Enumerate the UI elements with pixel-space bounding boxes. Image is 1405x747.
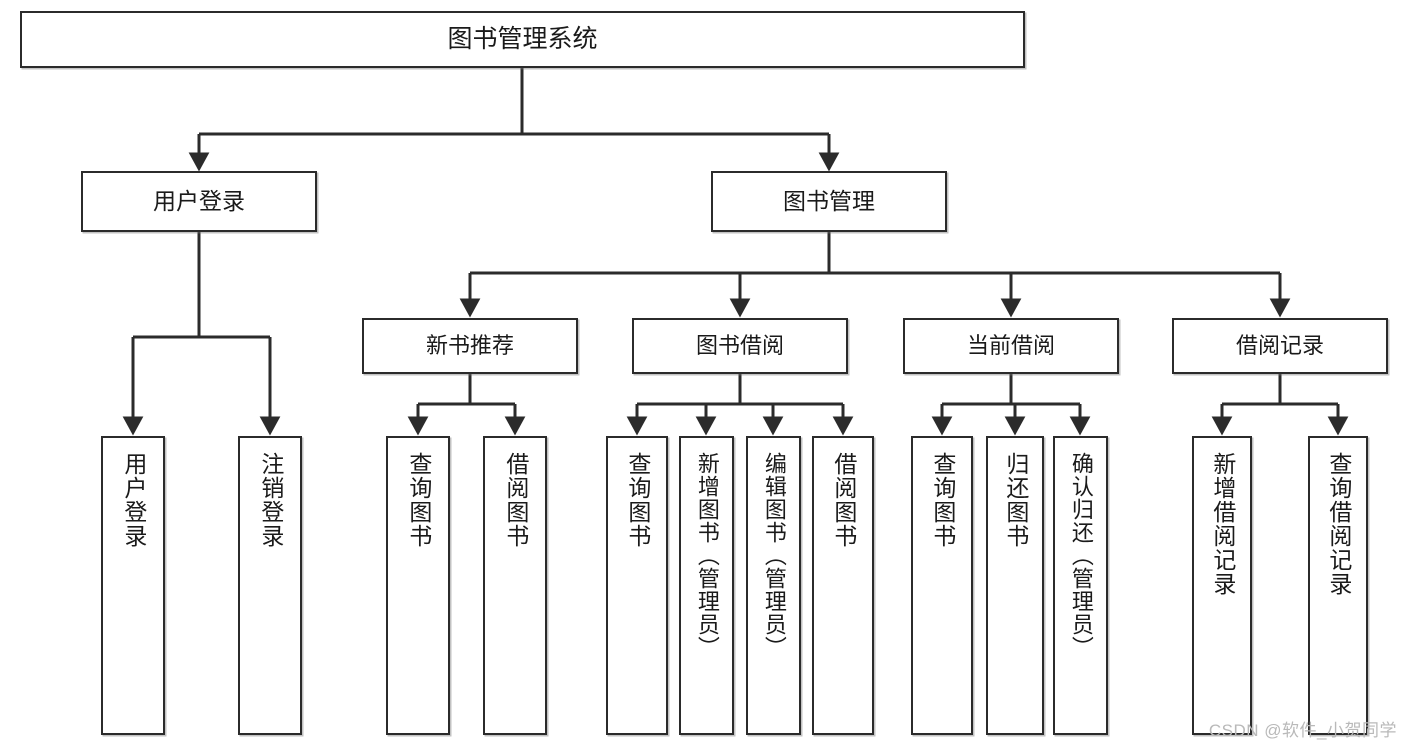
- node-new-book-rec[interactable]: 新书推荐: [362, 318, 578, 374]
- leaf-cur-confirm[interactable]: 确认归还（管理员）: [1053, 436, 1108, 735]
- leaf-cur-query-label: 查询图书: [929, 452, 956, 548]
- leaf-borrow-query[interactable]: 查询图书: [606, 436, 668, 735]
- node-current-borrow-label: 当前借阅: [966, 333, 1055, 359]
- leaf-cur-return-label: 归还图书: [1002, 452, 1029, 548]
- leaf-rec-query[interactable]: 查询图书: [386, 436, 450, 735]
- leaf-borrow-do[interactable]: 借阅图书: [812, 436, 874, 735]
- leaf-user-logout-label: 注销登录: [257, 452, 284, 548]
- node-borrow-record[interactable]: 借阅记录: [1172, 318, 1388, 374]
- leaf-borrow-edit[interactable]: 编辑图书（管理员）: [746, 436, 801, 735]
- leaf-borrow-edit-label: 编辑图书（管理员）: [761, 452, 787, 659]
- leaf-rec-add[interactable]: 新增借阅记录: [1192, 436, 1252, 735]
- node-book-borrow-label: 图书借阅: [695, 333, 784, 359]
- leaf-rec-add-label: 新增借阅记录: [1209, 452, 1236, 596]
- leaf-rec-borrow[interactable]: 借阅图书: [483, 436, 547, 735]
- leaf-borrow-query-label: 查询图书: [624, 452, 651, 548]
- leaf-borrow-add-label: 新增图书（管理员）: [694, 452, 720, 659]
- leaf-borrow-do-label: 借阅图书: [830, 452, 857, 548]
- leaf-cur-query[interactable]: 查询图书: [911, 436, 973, 735]
- leaf-user-login[interactable]: 用户登录: [101, 436, 165, 735]
- node-user-login[interactable]: 用户登录: [81, 171, 317, 232]
- node-book-manage-label: 图书管理: [783, 187, 875, 214]
- node-current-borrow[interactable]: 当前借阅: [903, 318, 1119, 374]
- node-root[interactable]: 图书管理系统: [20, 11, 1025, 68]
- leaf-user-login-label: 用户登录: [120, 452, 147, 548]
- leaf-borrow-add[interactable]: 新增图书（管理员）: [679, 436, 734, 735]
- leaf-user-logout[interactable]: 注销登录: [238, 436, 302, 735]
- leaf-rec-query-label: 查询图书: [405, 452, 432, 548]
- node-new-book-rec-label: 新书推荐: [425, 333, 514, 359]
- leaf-rec-borrow-label: 借阅图书: [502, 452, 529, 548]
- csdn-watermark: CSDN @软件_小贺同学: [1208, 721, 1397, 740]
- node-user-login-label: 用户登录: [153, 187, 245, 214]
- node-book-borrow[interactable]: 图书借阅: [632, 318, 848, 374]
- leaf-cur-return[interactable]: 归还图书: [986, 436, 1044, 735]
- node-book-manage[interactable]: 图书管理: [711, 171, 947, 232]
- node-borrow-record-label: 借阅记录: [1235, 333, 1324, 359]
- leaf-rec-query2[interactable]: 查询借阅记录: [1308, 436, 1368, 735]
- leaf-cur-confirm-label: 确认归还（管理员）: [1068, 452, 1094, 659]
- leaf-rec-query2-label: 查询借阅记录: [1325, 452, 1352, 596]
- node-root-label: 图书管理系统: [447, 24, 598, 53]
